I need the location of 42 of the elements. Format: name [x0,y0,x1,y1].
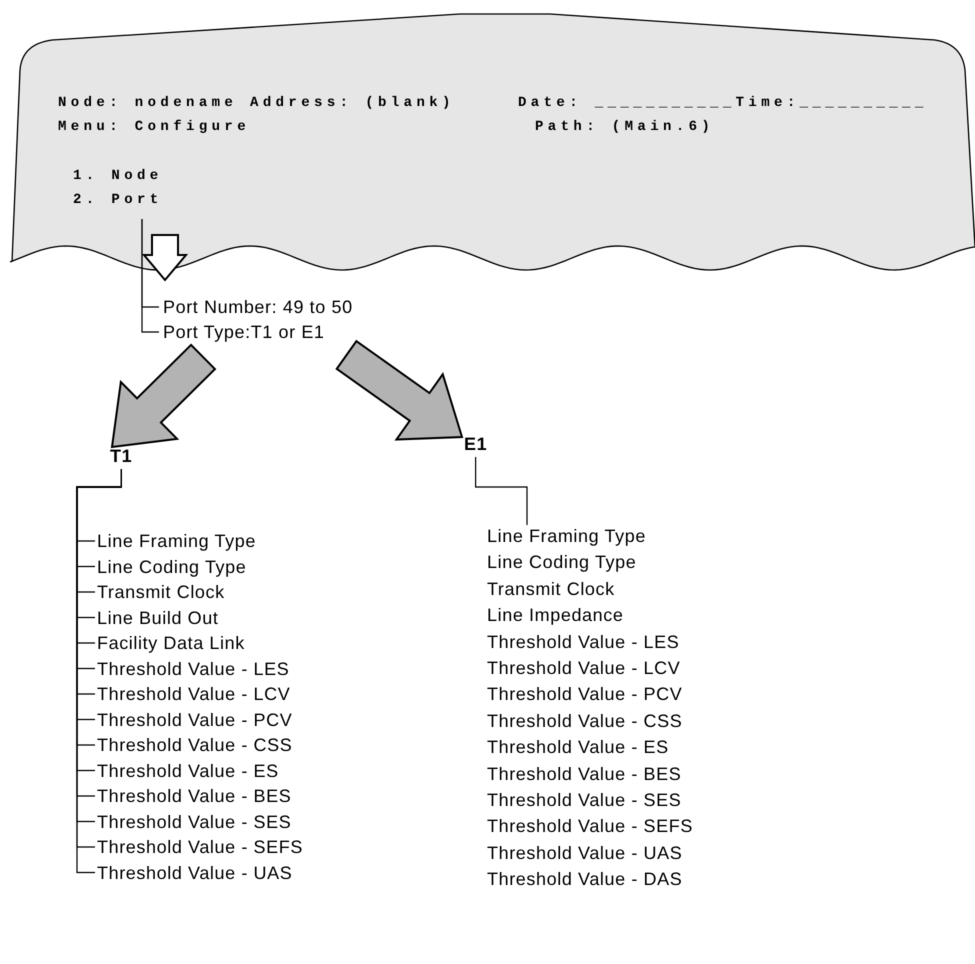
parameter-label: Port Type:T1 or E1 [163,321,325,343]
parameter-label: Threshold Value - UAS [487,842,682,864]
parameter-label: Line Coding Type [97,556,246,578]
menu-option: 2. Port [73,191,163,209]
port-type-heading: T1 [110,445,132,467]
parameter-label: Threshold Value - LES [487,630,680,653]
parameter-label: Threshold Value - BES [97,785,292,807]
parameter-label: Threshold Value - DAS [487,868,682,890]
parameter-label: Line Framing Type [97,530,256,552]
parameter-label: Threshold Value - CSS [487,710,682,732]
tree-line [141,219,159,333]
parameter-label: Threshold Value - SEFS [97,836,303,858]
parameter-label: Threshold Value - UAS [97,862,292,884]
screen-text: Path: (Main.6) [535,118,714,136]
parameter-label: Threshold Value - ES [97,760,279,782]
parameter-label: Threshold Value - PCV [487,683,682,706]
block-arrow [335,340,464,441]
block-arrow [110,344,216,448]
screen-text: Node: nodename Address: (blank) [58,94,455,112]
parameter-label: Threshold Value - BES [487,762,682,785]
parameter-label: Line Coding Type [487,551,636,574]
port-type-heading: E1 [464,433,488,455]
parameter-label: Line Build Out [97,606,218,628]
parameter-label: Line Framing Type [487,525,646,547]
parameter-label: Threshold Value - LCV [487,657,680,679]
parameter-label: Threshold Value - LES [97,658,290,680]
parameter-label: Threshold Value - CSS [97,734,292,756]
parameter-label: Threshold Value - SEFS [487,815,693,838]
screen-text: Date: ___________Time:__________ [518,94,928,112]
parameter-label: Threshold Value - SES [487,789,682,811]
parameter-label: Threshold Value - PCV [97,708,292,730]
parameter-label: Threshold Value - LCV [97,683,290,705]
parameter-label: Line Impedance [487,604,624,626]
parameter-label: Threshold Value - ES [487,736,669,758]
parameter-label: Facility Data Link [97,632,245,654]
tree-line [475,457,528,525]
parameter-label: Threshold Value - SES [97,810,292,832]
menu-option: 1. Node [73,167,163,185]
parameter-label: Transmit Clock [487,578,615,600]
parameter-label: Transmit Clock [97,581,225,603]
screen-text: Menu: Configure [58,118,250,136]
parameter-label: Port Number: 49 to 50 [163,296,353,318]
